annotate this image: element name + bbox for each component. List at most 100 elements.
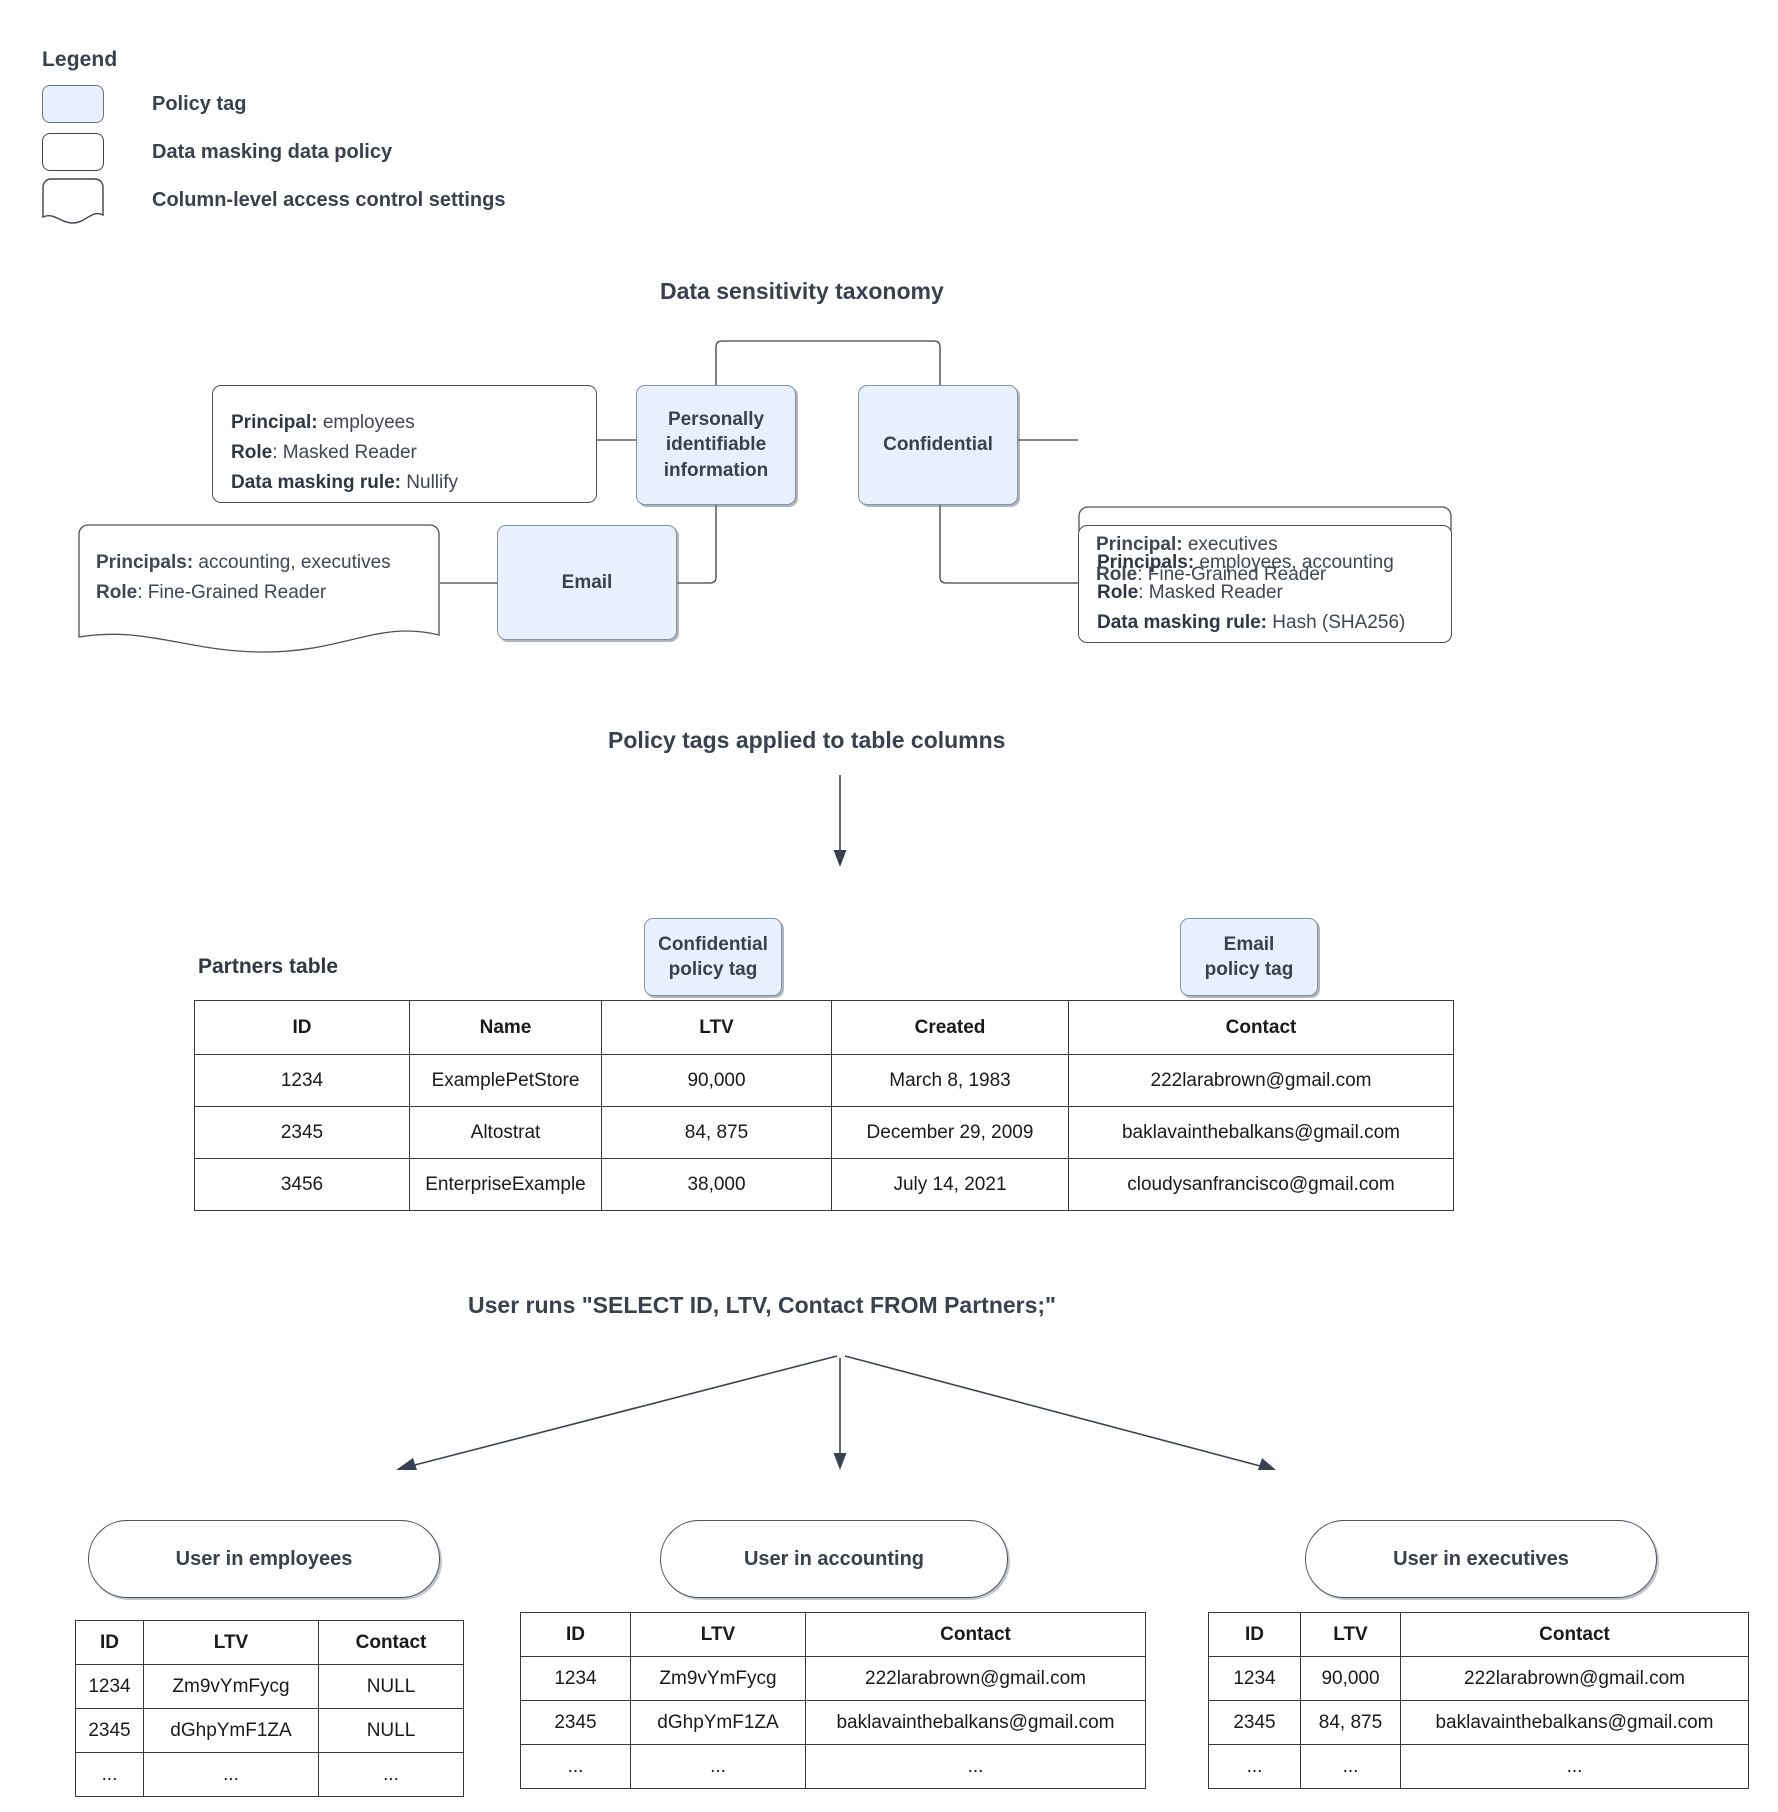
table-row: ... ... ... bbox=[520, 1744, 1146, 1789]
result-table-employees: ID LTV Contact 1234 Zm9vYmFycg NULL 2345… bbox=[75, 1620, 464, 1797]
cell: 1234 bbox=[194, 1054, 410, 1107]
cell: March 8, 1983 bbox=[831, 1054, 1069, 1107]
column-access-control-swatch-icon bbox=[42, 178, 104, 224]
table-header-row: ID LTV Contact bbox=[1208, 1612, 1749, 1657]
applied-arrow-icon bbox=[833, 775, 847, 867]
cell: 3456 bbox=[194, 1158, 410, 1211]
column-header: Contact bbox=[1068, 1000, 1454, 1055]
policy-line: Role: Fine-Grained Reader bbox=[96, 582, 327, 604]
cell: baklavainthebalkans@gmail.com bbox=[1400, 1700, 1749, 1745]
taxonomy-title: Data sensitivity taxonomy bbox=[660, 278, 944, 304]
policy-line: Role: Fine-Grained Reader bbox=[1096, 564, 1327, 586]
cell: 84, 875 bbox=[1300, 1700, 1401, 1745]
legend-item-data-masking-policy: Data masking data policy bbox=[42, 130, 505, 174]
cell: 2345 bbox=[520, 1700, 631, 1745]
cell: baklavainthebalkans@gmail.com bbox=[805, 1700, 1146, 1745]
cell: 84, 875 bbox=[601, 1106, 832, 1159]
column-header: LTV bbox=[1300, 1612, 1401, 1657]
policy-line: Principals: employees, accounting bbox=[1097, 552, 1394, 573]
policy-line: Role: Masked Reader bbox=[231, 442, 417, 464]
cell: ... bbox=[1400, 1744, 1749, 1789]
cell: 2345 bbox=[194, 1106, 410, 1159]
column-header: Created bbox=[831, 1000, 1069, 1055]
callout-confidential-policy-tag[interactable]: Confidential policy tag bbox=[644, 918, 782, 996]
cell: 2345 bbox=[75, 1708, 144, 1753]
policy-line: Principal: executives bbox=[1096, 534, 1278, 555]
cell: ExamplePetStore bbox=[409, 1054, 602, 1107]
table-header-row: ID Name LTV Created Contact bbox=[194, 1000, 1454, 1055]
table-row: ... ... ... bbox=[75, 1752, 464, 1797]
cell: baklavainthebalkans@gmail.com bbox=[1068, 1106, 1454, 1159]
cell: December 29, 2009 bbox=[831, 1106, 1069, 1159]
table-header-row: ID LTV Contact bbox=[520, 1612, 1146, 1657]
result-table-accounting: ID LTV Contact 1234 Zm9vYmFycg 222larabr… bbox=[520, 1612, 1146, 1789]
cell: ... bbox=[1300, 1744, 1401, 1789]
cell: ... bbox=[75, 1752, 144, 1797]
cell: July 14, 2021 bbox=[831, 1158, 1069, 1211]
cell: ... bbox=[520, 1744, 631, 1789]
cell: 1234 bbox=[520, 1656, 631, 1701]
column-header: ID bbox=[520, 1612, 631, 1657]
column-header: LTV bbox=[630, 1612, 806, 1657]
cell: ... bbox=[630, 1744, 806, 1789]
table-row: 1234 90,000 222larabrown@gmail.com bbox=[1208, 1656, 1749, 1701]
cell: dGhpYmF1ZA bbox=[143, 1708, 319, 1753]
cell: ... bbox=[805, 1744, 1146, 1789]
table-row: 2345 Altostrat 84, 875 December 29, 2009… bbox=[194, 1106, 1454, 1159]
taxonomy-connectors bbox=[440, 340, 1078, 584]
legend-item-column-access-control: Column-level access control settings bbox=[42, 178, 505, 224]
partners-table-label: Partners table bbox=[198, 955, 339, 978]
cell: ... bbox=[1208, 1744, 1301, 1789]
oval-user-in-executives[interactable]: User in executives bbox=[1305, 1520, 1657, 1598]
applied-title: Policy tags applied to table columns bbox=[608, 727, 1006, 753]
table-row: 3456 EnterpriseExample 38,000 July 14, 2… bbox=[194, 1158, 1454, 1211]
table-row: 2345 dGhpYmF1ZA baklavainthebalkans@gmai… bbox=[520, 1700, 1146, 1745]
cell: Altostrat bbox=[409, 1106, 602, 1159]
cell: 38,000 bbox=[601, 1158, 832, 1211]
policy-line: Data masking rule: Hash (SHA256) bbox=[1097, 612, 1406, 634]
column-access-control-email[interactable]: Principals: accounting, executives Role:… bbox=[78, 524, 440, 653]
legend-title: Legend bbox=[42, 48, 118, 71]
column-header: LTV bbox=[143, 1620, 319, 1665]
cell: ... bbox=[143, 1752, 319, 1797]
policy-line: Data masking rule: Nullify bbox=[231, 472, 459, 494]
policy-line: Role: Masked Reader bbox=[1097, 582, 1283, 604]
cell: dGhpYmF1ZA bbox=[630, 1700, 806, 1745]
cell: cloudysanfrancisco@gmail.com bbox=[1068, 1158, 1454, 1211]
callout-email-policy-tag[interactable]: Email policy tag bbox=[1180, 918, 1318, 996]
policy-tag-swatch-icon bbox=[42, 85, 104, 123]
data-masking-policy-pii[interactable]: Principal: employees Role: Masked Reader… bbox=[212, 385, 597, 503]
oval-user-in-employees[interactable]: User in employees bbox=[88, 1520, 440, 1598]
column-header: Contact bbox=[318, 1620, 464, 1665]
table-row: 1234 Zm9vYmFycg NULL bbox=[75, 1664, 464, 1709]
data-masking-policy-confidential[interactable]: Principals: employees, accounting Role: … bbox=[1078, 525, 1452, 643]
policy-tag-pii[interactable]: Personally identifiable information bbox=[636, 385, 796, 505]
callout-line-2: policy tag bbox=[1204, 959, 1294, 980]
table-row: 1234 Zm9vYmFycg 222larabrown@gmail.com bbox=[520, 1656, 1146, 1701]
cell: EnterpriseExample bbox=[409, 1158, 602, 1211]
column-header: Name bbox=[409, 1000, 602, 1055]
legend-item-label: Policy tag bbox=[152, 92, 247, 115]
column-header: LTV bbox=[601, 1000, 832, 1055]
table-row: ... ... ... bbox=[1208, 1744, 1749, 1789]
callout-line-2: policy tag bbox=[668, 959, 758, 980]
cell: 222larabrown@gmail.com bbox=[805, 1656, 1146, 1701]
partners-table: ID Name LTV Created Contact 1234 Example… bbox=[194, 1000, 1454, 1211]
query-fanout-arrows bbox=[396, 1355, 1276, 1470]
legend-item-policy-tag: Policy tag bbox=[42, 82, 505, 126]
cell: 222larabrown@gmail.com bbox=[1068, 1054, 1454, 1107]
legend-item-label: Data masking data policy bbox=[152, 140, 393, 163]
cell: Zm9vYmFycg bbox=[143, 1664, 319, 1709]
column-header: ID bbox=[75, 1620, 144, 1665]
policy-tag-email[interactable]: Email bbox=[497, 525, 677, 640]
callout-line-1: Email bbox=[1223, 933, 1275, 955]
oval-user-in-accounting[interactable]: User in accounting bbox=[660, 1520, 1008, 1598]
cell: 1234 bbox=[1208, 1656, 1301, 1701]
cell: 2345 bbox=[1208, 1700, 1301, 1745]
table-row: 2345 dGhpYmF1ZA NULL bbox=[75, 1708, 464, 1753]
cell: 90,000 bbox=[601, 1054, 832, 1107]
result-table-executives: ID LTV Contact 1234 90,000 222larabrown@… bbox=[1208, 1612, 1749, 1789]
table-row: 1234 ExamplePetStore 90,000 March 8, 198… bbox=[194, 1054, 1454, 1107]
policy-tag-confidential[interactable]: Confidential bbox=[858, 385, 1018, 505]
callout-line-1: Confidential bbox=[658, 933, 768, 955]
